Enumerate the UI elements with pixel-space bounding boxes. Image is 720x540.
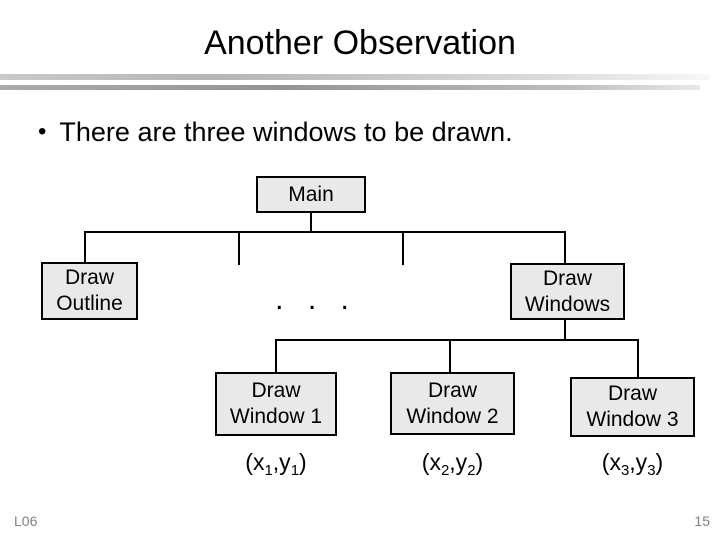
draw-outline-label-line1: Draw [64, 266, 114, 289]
connector-to-window3 [637, 339, 639, 377]
title-divider-bottom-line [0, 85, 700, 90]
draw-outline-box: Draw Outline [41, 262, 138, 320]
draw-window-3-label-line1: Draw [607, 382, 657, 405]
coord1-open: (x [245, 449, 265, 475]
coord3-comma: ,y [629, 449, 648, 475]
main-box-label: Main [288, 182, 334, 206]
coord3-sub-y: 3 [647, 462, 656, 479]
draw-window-1-box: Draw Window 1 [215, 372, 337, 436]
draw-window-2-label-line2: Window 2 [406, 404, 499, 428]
connector-level3-bar [275, 339, 639, 341]
main-box: Main [256, 176, 366, 213]
connector-to-window1 [275, 339, 277, 372]
coord1-sub-y: 1 [290, 462, 300, 479]
draw-window-1-label-line1: Draw [251, 379, 301, 402]
coord3-close: ) [655, 449, 664, 475]
connector-to-draw-outline [84, 231, 86, 262]
draw-window-1-label-line2: Window 1 [229, 405, 323, 428]
coord2-sub-y: 2 [467, 462, 476, 479]
coord-label-window3: (x3,y3) [570, 449, 695, 479]
coord1-comma: ,y [272, 449, 291, 475]
connector-to-draw-windows [564, 231, 566, 263]
draw-windows-box: Draw Windows [510, 263, 625, 320]
coord3-sub-x: 3 [620, 462, 630, 479]
coord2-close: ) [475, 449, 484, 475]
bullet-icon: • [38, 118, 47, 145]
connector-to-window2 [449, 339, 451, 372]
connector-stub-left [238, 231, 240, 265]
draw-window-2-label-line1: Draw [427, 378, 477, 402]
title-divider-top-line [0, 74, 710, 80]
draw-windows-label-line1: Draw [542, 266, 592, 290]
coord1-close: ) [299, 449, 307, 475]
coord-label-window1: (x1,y1) [215, 449, 337, 479]
connector-stub-right [402, 231, 404, 265]
draw-window-3-box: Draw Window 3 [570, 377, 695, 437]
coord1-sub-x: 1 [264, 462, 273, 479]
draw-windows-label-line2: Windows [524, 292, 611, 316]
bullet-line: • There are three windows to be drawn. [38, 115, 513, 149]
coord3-open: (x [601, 449, 621, 475]
draw-window-2-box: Draw Window 2 [390, 372, 515, 435]
coord2-comma: ,y [449, 449, 468, 475]
lecture-label: L06 [14, 513, 38, 529]
connector-draw-windows-drop [564, 319, 566, 341]
coord-label-window2: (x2,y2) [390, 449, 515, 479]
draw-window-3-label-line2: Window 3 [586, 408, 679, 431]
ellipsis-label: . . . [275, 283, 351, 316]
slide-title: Another Observation [204, 24, 516, 62]
connector-main-drop [310, 212, 312, 233]
draw-outline-label-line2: Outline [56, 292, 123, 315]
coord2-sub-x: 2 [440, 462, 450, 479]
connector-level2-bar [84, 231, 566, 233]
bullet-text: There are three windows to be drawn. [59, 117, 513, 147]
coord2-open: (x [421, 449, 441, 475]
page-number: 15 [694, 513, 710, 529]
